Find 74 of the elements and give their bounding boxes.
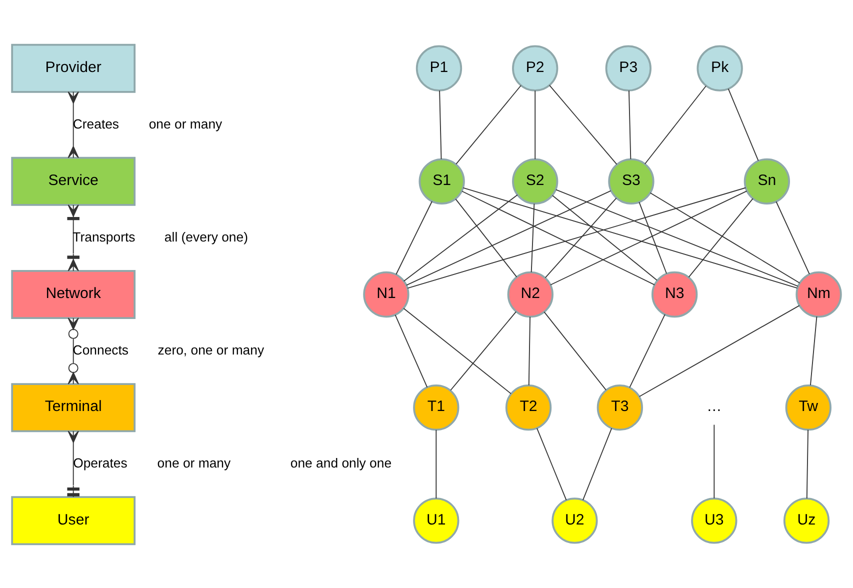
- node-circle: U1: [413, 497, 460, 544]
- node-circle: S3: [608, 158, 654, 204]
- node-circle: T3: [596, 384, 644, 430]
- node-circle: T2: [505, 384, 552, 430]
- connector: [536, 427, 567, 500]
- connector: [582, 427, 612, 500]
- connector: [439, 90, 442, 160]
- node-circle: Sn: [744, 158, 790, 204]
- node-circle: S1: [418, 158, 465, 204]
- label: all (every one): [164, 228, 248, 244]
- node-text: …: [706, 398, 722, 415]
- connector: [550, 190, 748, 285]
- connector: [403, 307, 512, 394]
- node-circle: N3: [652, 270, 698, 318]
- connector: [629, 313, 666, 388]
- node-circle: U2: [552, 497, 598, 544]
- node-circle: U3: [691, 497, 738, 544]
- connector: [544, 197, 617, 278]
- connector: [556, 188, 798, 286]
- connector: [644, 85, 706, 164]
- connector: [549, 84, 618, 164]
- node-box: Service: [11, 156, 136, 206]
- connector: [68, 90, 79, 158]
- label: one and only one: [290, 455, 392, 470]
- label: one or many: [157, 455, 231, 470]
- connector: [714, 424, 715, 498]
- connector: [462, 190, 656, 285]
- label: one or many: [148, 116, 222, 131]
- node-circle: N2: [507, 270, 554, 318]
- connector: [530, 202, 535, 272]
- node-circle: P2: [512, 44, 558, 91]
- connector: [806, 428, 808, 498]
- connector: [810, 316, 818, 386]
- connector: [456, 84, 522, 164]
- node-circle: P3: [605, 44, 652, 91]
- connector: [68, 317, 79, 384]
- node-circle: Pk: [696, 44, 743, 91]
- node-box: Provider: [11, 43, 136, 92]
- connector: [688, 198, 754, 278]
- connector: [455, 198, 518, 277]
- connector: [67, 204, 80, 271]
- node-circle: S2: [512, 158, 558, 204]
- node-circle: P1: [416, 44, 462, 91]
- label: zero, one or many: [158, 342, 264, 358]
- connector: [67, 430, 80, 497]
- connector: [552, 194, 658, 280]
- edge-label: Creates: [72, 116, 120, 131]
- connector: [462, 186, 798, 288]
- connector: [650, 192, 800, 283]
- node-circle: T1: [413, 384, 460, 430]
- edge-label: Operates: [73, 455, 128, 470]
- connector: [407, 186, 746, 288]
- node-box: Terminal: [11, 382, 136, 432]
- connector: [638, 304, 800, 396]
- connector: [776, 200, 810, 274]
- connector: [450, 310, 517, 390]
- connector: [728, 88, 759, 161]
- node-circle: Tw: [785, 384, 832, 430]
- node-circle: Uz: [783, 497, 830, 544]
- connector: [403, 194, 518, 282]
- node-circle: Nm: [796, 270, 842, 318]
- node-box: User: [11, 496, 136, 545]
- connector: [628, 90, 632, 160]
- connector: [394, 314, 428, 388]
- connector: [544, 310, 606, 390]
- connector: [534, 90, 536, 160]
- connector: [528, 316, 530, 386]
- connector: [638, 201, 667, 274]
- connector: [406, 190, 612, 286]
- edge-label: Connects: [72, 342, 129, 358]
- connector: [436, 428, 437, 498]
- node-box: Network: [11, 270, 136, 318]
- node-circle: N1: [363, 270, 410, 318]
- connector: [396, 200, 432, 274]
